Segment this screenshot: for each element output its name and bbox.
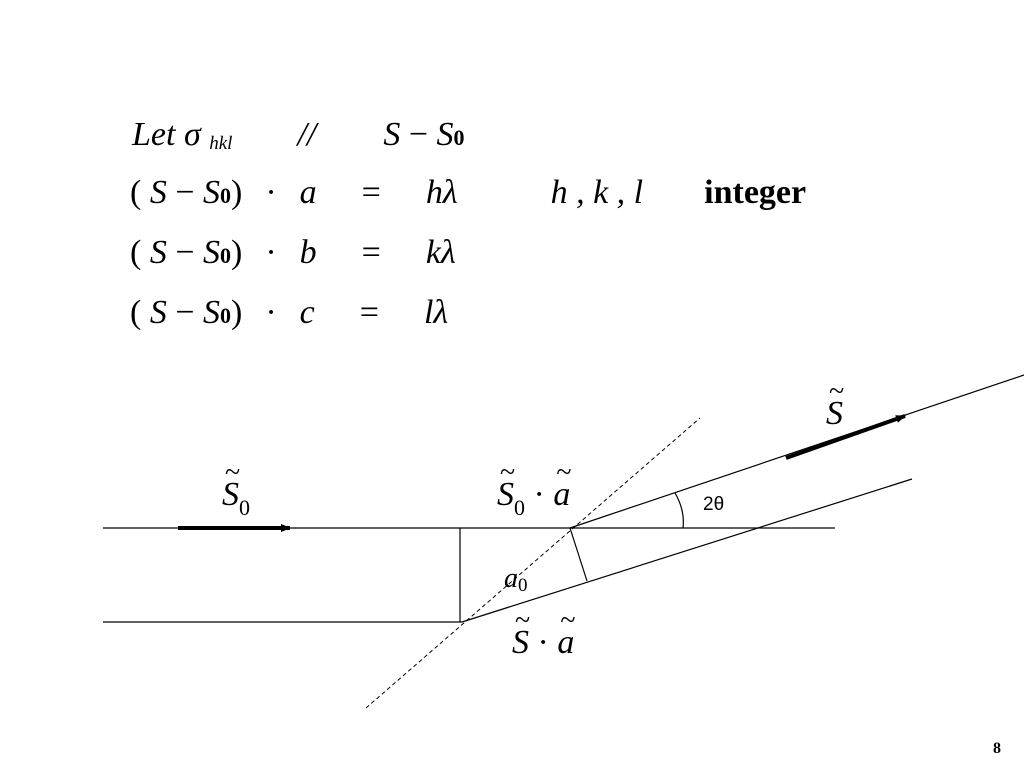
s0-s: S	[222, 459, 240, 512]
integer-word: integer	[704, 174, 807, 211]
s0dota-subscript: 0	[514, 495, 525, 520]
sdota-dot: ·	[537, 624, 549, 661]
hkl-indices: h , k , l	[550, 174, 644, 211]
line3-rhs: kλ	[425, 234, 456, 271]
line4-vec-c: c	[299, 294, 315, 331]
s0dota-dot: ·	[533, 476, 545, 513]
line2-zero: 0	[220, 183, 232, 208]
line4-equals: =	[359, 294, 379, 331]
lattice-plane-dashed-line	[365, 417, 701, 709]
line2-vec-a: a	[299, 174, 317, 211]
page-number: 8	[993, 740, 1001, 757]
hkl-subscript: hkl	[209, 133, 233, 154]
line3-s: S	[149, 234, 167, 271]
paren-close: )	[231, 234, 243, 271]
line4-dot: ·	[265, 294, 277, 331]
s0dota-s: S	[497, 459, 515, 512]
parallel-symbol: //	[297, 116, 317, 153]
sigma-symbol: σ	[183, 116, 201, 153]
line3-equals: =	[361, 234, 381, 271]
paren-open: (	[130, 294, 142, 331]
angle-2theta-label: 2θ	[703, 494, 725, 515]
equation-line-3: ( S − S0) · b = kλ	[130, 236, 456, 270]
angle-arc	[674, 492, 684, 529]
a0-a: a	[504, 563, 518, 594]
paren-open: (	[130, 234, 142, 271]
diffracted-vector-arrow	[785, 414, 906, 460]
line1-s: S	[383, 116, 401, 153]
s0dota-a: a	[553, 459, 571, 512]
line2-equals: =	[361, 174, 381, 211]
line3-vec-b: b	[299, 234, 317, 271]
line1-minus: −	[408, 116, 429, 153]
s0-dot-a-label: S0 · a	[497, 459, 571, 519]
a0-label: a0	[504, 563, 528, 596]
s-dot-a-label: S · a	[512, 607, 575, 661]
s-vector-label: S	[826, 378, 844, 431]
lower-diffracted-beam	[461, 478, 913, 623]
equation-line-1: Let σ hkl // S − S0	[132, 116, 465, 154]
line2-s: S	[149, 174, 167, 211]
paren-open: (	[130, 174, 142, 211]
line2-minus: −	[175, 174, 195, 211]
s0-subscript: 0	[239, 495, 250, 520]
line3-minus: −	[175, 234, 195, 271]
line4-s0: S	[203, 294, 221, 331]
upper-diffracted-beam	[569, 374, 1024, 529]
s0-vector-label: S0	[222, 459, 250, 519]
let-word: Let	[132, 116, 176, 153]
sdota-a: a	[557, 607, 575, 660]
paren-close: )	[231, 294, 243, 331]
line3-s0: S	[203, 234, 221, 271]
line4-minus: −	[175, 294, 195, 331]
paren-close: )	[231, 174, 243, 211]
sdota-s: S	[512, 607, 530, 660]
s-s: S	[826, 378, 844, 431]
equation-line-4: ( S − S0) · c = lλ	[130, 296, 448, 330]
line1-s0: S	[436, 116, 454, 153]
line4-zero: 0	[220, 303, 232, 328]
equation-line-2: ( S − S0) · a = hλ h , k , l integer	[130, 176, 806, 210]
line1-zero: 0	[453, 125, 465, 150]
diffracted-path-segment	[569, 527, 588, 582]
line3-zero: 0	[220, 243, 232, 268]
line2-rhs: hλ	[425, 174, 458, 211]
a0-subscript: 0	[518, 575, 528, 596]
line2-dot: ·	[265, 174, 277, 211]
line3-dot: ·	[265, 234, 277, 271]
line2-s0: S	[203, 174, 221, 211]
line4-rhs: lλ	[423, 294, 449, 331]
line4-s: S	[149, 294, 167, 331]
